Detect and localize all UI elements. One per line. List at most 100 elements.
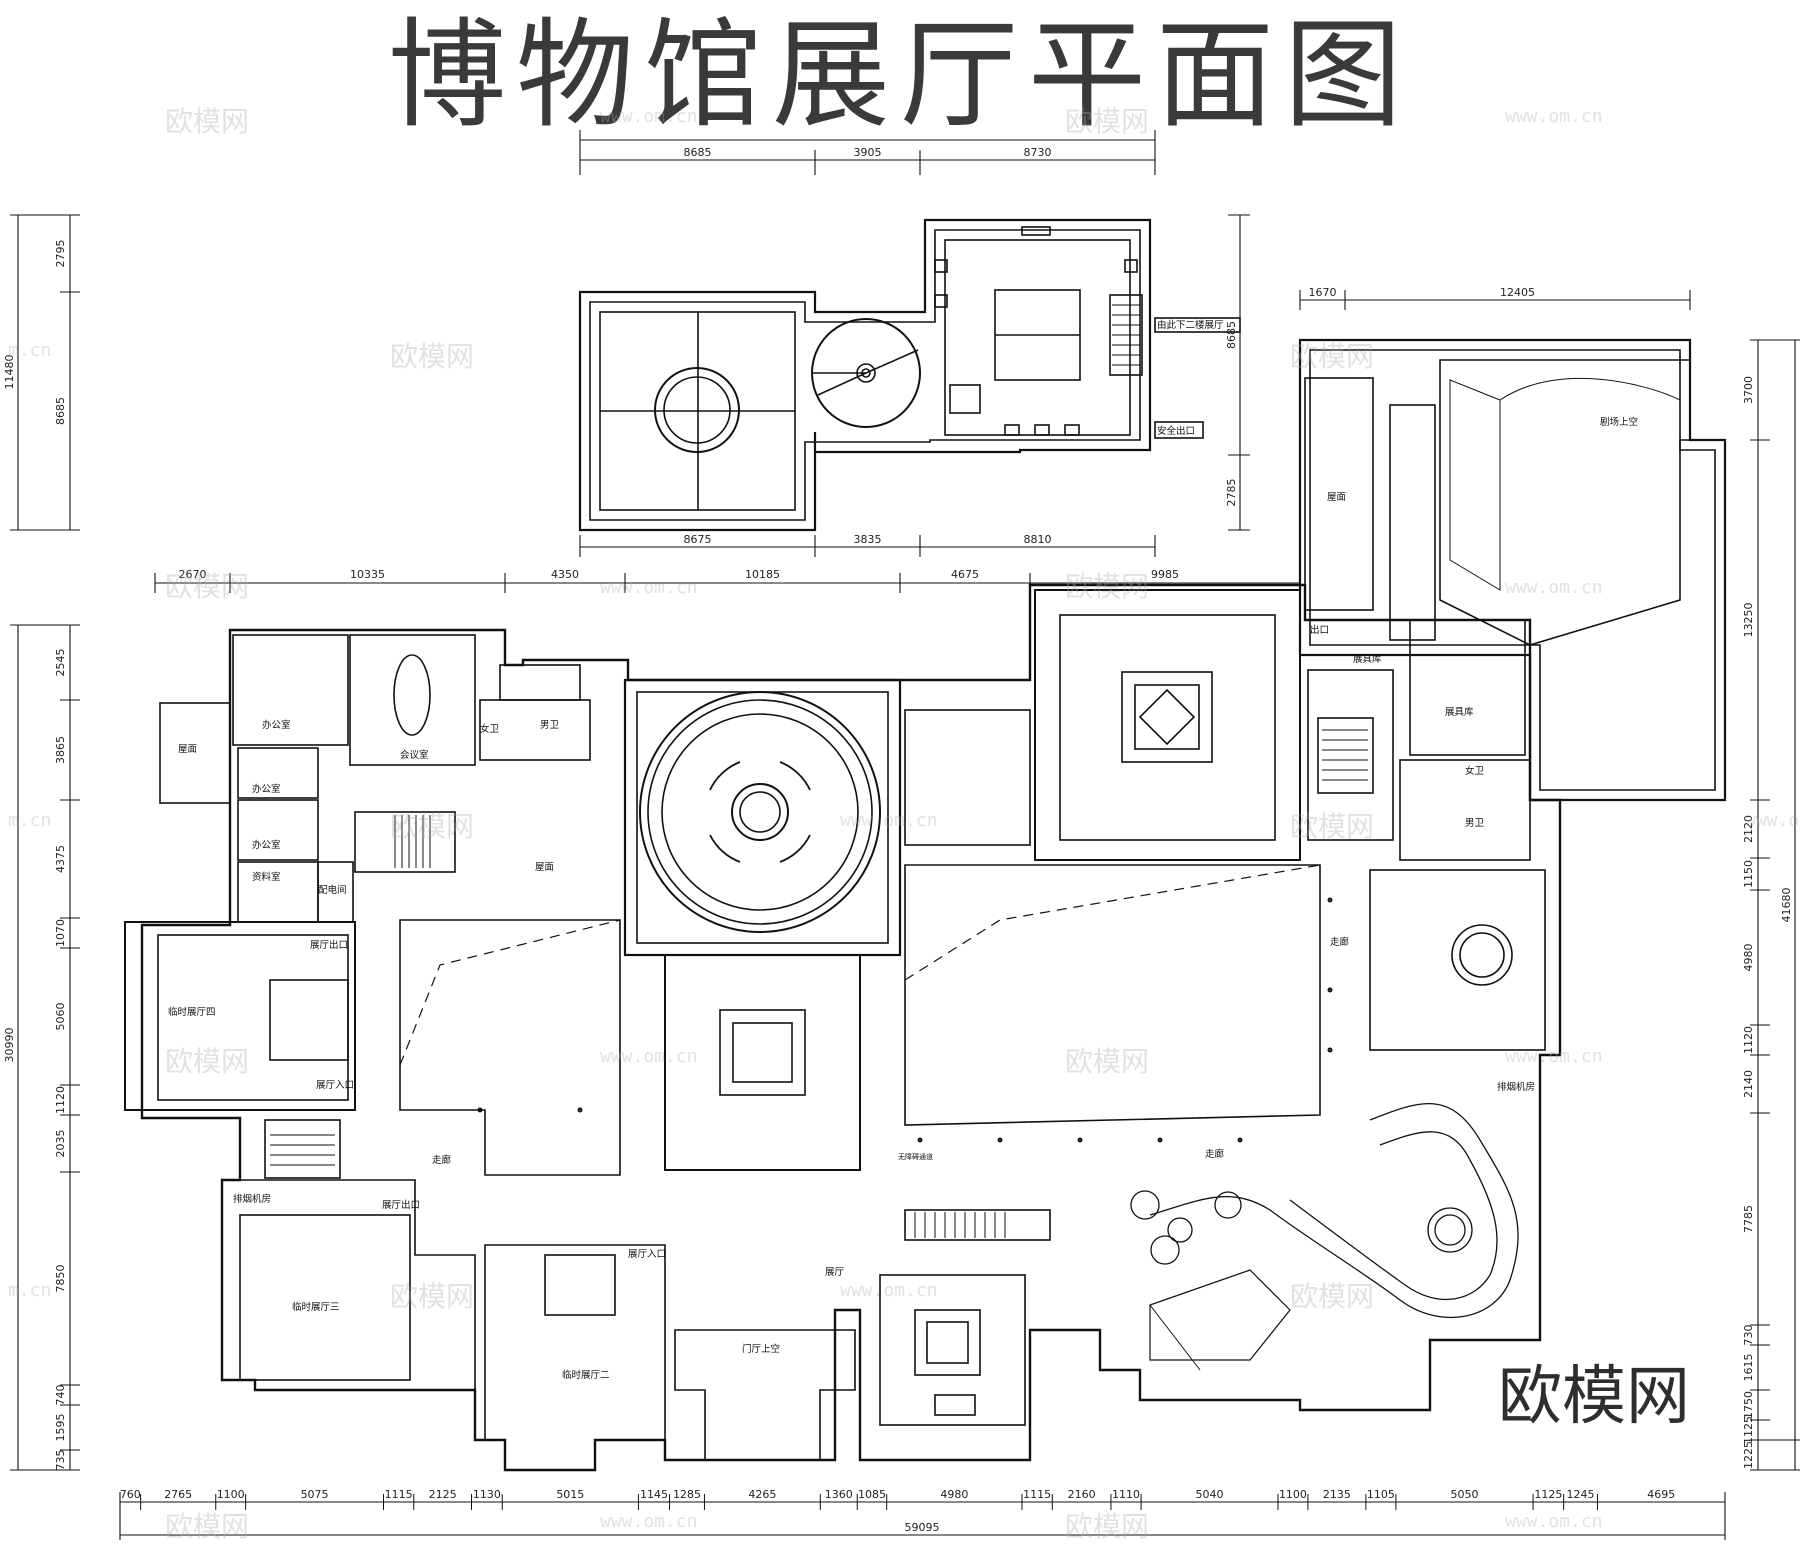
dim-bottom-1: 2765: [164, 1488, 192, 1501]
label-male-wc-1: 男卫: [540, 720, 560, 731]
label-corridor-mid: 走廊: [1205, 1148, 1225, 1160]
label-meeting: 会议室: [400, 749, 429, 761]
dim-bottom-total: 59095: [905, 1521, 940, 1534]
stair-left-mid: [354, 811, 456, 873]
label-exhibit-hall: 展厅: [825, 1267, 845, 1278]
dim-right-10: 1750: [1742, 1391, 1755, 1419]
main-floor-plan: [124, 583, 1562, 1472]
label-roof-left: 屋面: [178, 744, 197, 755]
east-hall: [1034, 589, 1301, 861]
label-male-wc-2: 男卫: [1465, 818, 1485, 829]
corridor-markers: [477, 897, 1333, 1143]
dim-bottom-21: 5050: [1450, 1488, 1478, 1501]
label-smoke-left: 排烟机房: [233, 1193, 271, 1205]
dim-bottom-22: 1125: [1534, 1488, 1562, 1501]
label-corridor-left: 走廊: [432, 1154, 452, 1166]
dim-right-11: 1125: [1742, 1416, 1755, 1444]
dim-upper-right-1: 2785: [1225, 479, 1238, 507]
label-roof-mid: 屋面: [535, 862, 554, 873]
dim-left-2: 4375: [54, 845, 67, 873]
dim-right-12: 1225: [1742, 1441, 1755, 1469]
temp-hall-three: [221, 1179, 476, 1391]
dim-mid-top-2: 4350: [551, 568, 579, 581]
dim-right-8: 730: [1742, 1325, 1755, 1346]
dim-right-0: 3700: [1742, 376, 1755, 404]
label-storage-1: 展具库: [1353, 653, 1382, 665]
dim-right-5: 1120: [1742, 1026, 1755, 1054]
dim-left-7: 7850: [54, 1265, 67, 1293]
drawing-title: 博物馆展厅平面图: [387, 6, 1412, 144]
room-labels: 办公室 办公室 办公室 会议室 资料室 配电间 屋面 屋面 屋面 女卫 男卫 女…: [168, 319, 1638, 1381]
dim-mid-top-4: 4675: [951, 568, 979, 581]
dim-bottom-15: 2160: [1068, 1488, 1096, 1501]
upper-inner-wall: [589, 229, 1141, 521]
theater-outer-wall: [1298, 338, 1727, 802]
left-exhibit-hall: [399, 919, 621, 1176]
label-archive: 资料室: [252, 871, 281, 883]
dim-left-6: 2035: [54, 1130, 67, 1158]
dim-left-10: 735: [54, 1450, 67, 1471]
rotunda-outer: [623, 678, 902, 957]
theater-block: [1298, 338, 1727, 802]
dim-mid-top-1: 10335: [350, 568, 385, 581]
label-power: 配电间: [318, 884, 347, 896]
south-hall: [879, 1274, 1026, 1426]
dim-bottom-5: 2125: [429, 1488, 457, 1501]
central-hall: [664, 954, 861, 1171]
label-hall-entry-4: 展厅入口: [316, 1080, 354, 1091]
label-temp-hall-2: 临时展厅二: [562, 1369, 610, 1381]
dim-upper-right-0: 8685: [1225, 321, 1238, 349]
dim-left-5: 1120: [54, 1086, 67, 1114]
theater-auditorium: [1439, 359, 1691, 646]
dim-left-8: 740: [54, 1385, 67, 1406]
label-safety-exit: 安全出口: [1157, 425, 1195, 437]
dim-upper-left-1: 8685: [54, 397, 67, 425]
dim-theater-top-0: 1670: [1309, 286, 1337, 299]
dim-bottom-4: 1115: [385, 1488, 413, 1501]
roof-left-block: [159, 702, 231, 804]
dim-upper-left-0: 2795: [54, 240, 67, 268]
label-corridor-right: 走廊: [1330, 936, 1350, 948]
stair-bottom-left: [264, 1119, 341, 1179]
dim-left-total: 30990: [3, 1028, 16, 1063]
dim-left-4: 5060: [54, 1003, 67, 1031]
label-exit: 出口: [1310, 624, 1329, 636]
dim-bottom-0: 760: [120, 1488, 141, 1501]
dim-right-3: 1150: [1742, 860, 1755, 888]
dim-bottom-16: 1110: [1112, 1488, 1140, 1501]
dim-top-upper-1: 3905: [854, 146, 882, 159]
dim-mid-top-5: 9985: [1151, 568, 1179, 581]
rotunda-circle: [639, 691, 881, 933]
label-hall-entry-2: 展厅入口: [628, 1249, 666, 1260]
upper-floor-plan: [578, 218, 1241, 532]
dim-right-2: 2120: [1742, 815, 1755, 843]
dim-upper-left-total: 11480: [3, 355, 16, 390]
dim-right-6: 2140: [1742, 1070, 1755, 1098]
theater-roof-room: [1304, 377, 1374, 611]
dim-left-1: 3865: [54, 736, 67, 764]
upper-round-display: [654, 367, 740, 453]
dim-bottom-17: 5040: [1196, 1488, 1224, 1501]
stair-right: [1317, 717, 1374, 794]
label-lobby-void: 门厅上空: [742, 1343, 780, 1355]
dim-top-lower-1: 3835: [854, 533, 882, 546]
upper-right-room: [944, 239, 1131, 436]
dim-top-lower-2: 8810: [1024, 533, 1052, 546]
dim-left-3: 1070: [54, 919, 67, 947]
dim-bottom-7: 5015: [556, 1488, 584, 1501]
dim-top-lower-0: 8675: [684, 533, 712, 546]
label-temp-hall-3: 临时展厅三: [292, 1301, 340, 1313]
dim-left-9: 1595: [54, 1414, 67, 1442]
theater-stage-stairs: [1389, 404, 1436, 641]
dim-top-upper-0: 8685: [684, 146, 712, 159]
dim-bottom-14: 1115: [1023, 1488, 1051, 1501]
dim-bottom-19: 2135: [1323, 1488, 1351, 1501]
dim-right-total: 41680: [1780, 888, 1793, 923]
dim-bottom-3: 5075: [301, 1488, 329, 1501]
upper-outer-wall: [578, 218, 1152, 532]
dim-bottom-13: 4980: [940, 1488, 968, 1501]
dim-mid-top-0: 2670: [179, 568, 207, 581]
dim-right-1: 13250: [1742, 603, 1755, 638]
